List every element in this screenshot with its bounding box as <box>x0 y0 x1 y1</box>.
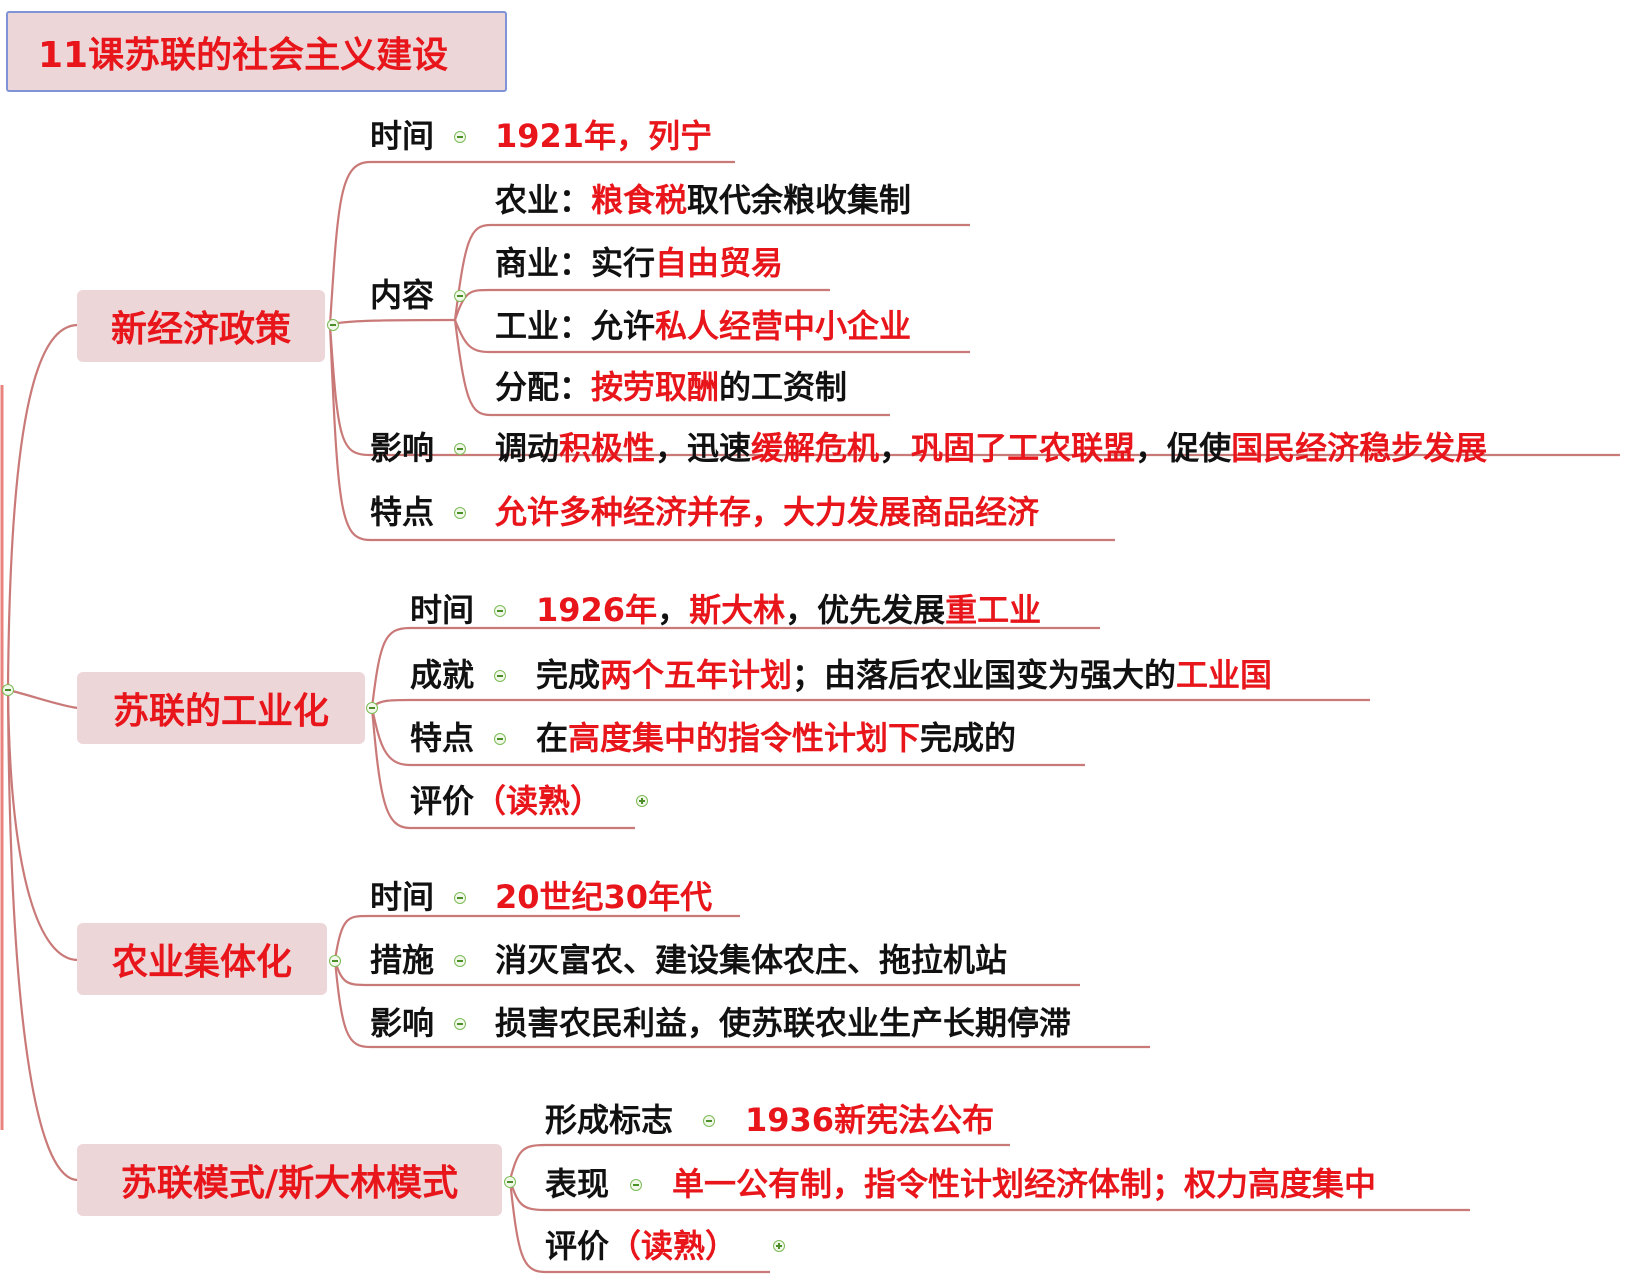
collapse-toggle-icon[interactable] <box>454 507 466 519</box>
topic-label: 新经济政策 <box>110 309 291 350</box>
branch-label-feature: 特点 <box>410 719 475 757</box>
collapse-toggle-icon[interactable] <box>454 892 466 904</box>
branch-label-manifestation: 表现 <box>545 1165 610 1203</box>
collapse-toggle-icon[interactable] <box>494 733 506 745</box>
branch-label-impact: 影响 <box>370 429 435 467</box>
branch-label-content: 内容 <box>370 276 435 314</box>
collapse-toggle-icon[interactable] <box>454 131 466 143</box>
branch-content-manifestation: 单一公有制，指令性计划经济体制；权力高度集中 <box>672 1165 1377 1203</box>
topic-agricultural-collectivization[interactable]: 农业集体化 <box>77 923 327 995</box>
page-title-text: 11课苏联的社会主义建设 <box>38 34 449 76</box>
collapse-toggle-icon[interactable] <box>703 1115 715 1127</box>
branch-content-time: 1926年，斯大林，优先发展重工业 <box>536 591 1042 629</box>
topic-new-economic-policy[interactable]: 新经济政策 <box>77 290 325 362</box>
branch-content-impact: 调动积极性，迅速缓解危机，巩固了工农联盟，促使国民经济稳步发展 <box>495 429 1488 467</box>
topic-label: 农业集体化 <box>111 942 292 983</box>
branch-label-feature: 特点 <box>370 493 435 531</box>
branch-label-formation-mark: 形成标志 <box>545 1101 674 1139</box>
branch-content-feature: 在高度集中的指令性计划下完成的 <box>536 719 1017 757</box>
branch-label-impact: 影响 <box>370 1004 435 1042</box>
collapse-toggle-icon[interactable] <box>494 605 506 617</box>
collapse-toggle-icon[interactable] <box>454 955 466 967</box>
topic-label: 苏联的工业化 <box>112 691 329 732</box>
expand-toggle-icon[interactable] <box>636 795 648 807</box>
branch-label-achievement: 成就 <box>410 656 475 694</box>
branch-content-measures: 消灭富农、建设集体农庄、拖拉机站 <box>495 941 1008 979</box>
branch-label-measures: 措施 <box>370 941 435 979</box>
branch-content-time: 20世纪30年代 <box>495 878 713 916</box>
expand-toggle-icon[interactable] <box>773 1240 785 1252</box>
collapse-toggle-icon[interactable] <box>366 702 378 714</box>
collapse-toggle-icon[interactable] <box>504 1176 516 1188</box>
branch-label-time: 时间 <box>370 878 435 916</box>
sub-item-industry: 工业：允许私人经营中小企业 <box>495 307 912 345</box>
branch-label-time: 时间 <box>370 117 435 155</box>
branch-content-achievement: 完成两个五年计划；由落后农业国变为强大的工业国 <box>536 656 1273 694</box>
root-collapse-toggle-icon[interactable] <box>2 684 14 696</box>
branch-content-feature: 允许多种经济并存，大力发展商品经济 <box>495 493 1040 531</box>
sub-item-commerce: 商业：实行自由贸易 <box>495 244 784 282</box>
collapse-toggle-icon[interactable] <box>454 1018 466 1030</box>
branch-label-evaluation: 评价（读熟） <box>545 1227 738 1265</box>
sub-item-distribution: 分配：按劳取酬的工资制 <box>495 368 848 406</box>
branch-content-impact: 损害农民利益，使苏联农业生产长期停滞 <box>495 1004 1072 1042</box>
collapse-toggle-icon[interactable] <box>454 290 466 302</box>
sub-item-agriculture: 农业：粮食税取代余粮收集制 <box>495 181 912 219</box>
collapse-toggle-icon[interactable] <box>329 955 341 967</box>
branch-label-evaluation: 评价（读熟） <box>410 782 603 820</box>
topic-label: 苏联模式/斯大林模式 <box>120 1163 459 1204</box>
branch-content-time: 1921年，列宁 <box>495 117 713 155</box>
collapse-toggle-icon[interactable] <box>630 1179 642 1191</box>
collapse-toggle-icon[interactable] <box>454 443 466 455</box>
topic-soviet-model[interactable]: 苏联模式/斯大林模式 <box>77 1144 502 1216</box>
collapse-toggle-icon[interactable] <box>327 319 339 331</box>
branch-content-formation-mark: 1936新宪法公布 <box>745 1101 995 1139</box>
page-title: 11课苏联的社会主义建设 <box>6 11 507 92</box>
collapse-toggle-icon[interactable] <box>494 670 506 682</box>
branch-label-time: 时间 <box>410 591 475 629</box>
topic-soviet-industrialization[interactable]: 苏联的工业化 <box>77 672 365 744</box>
